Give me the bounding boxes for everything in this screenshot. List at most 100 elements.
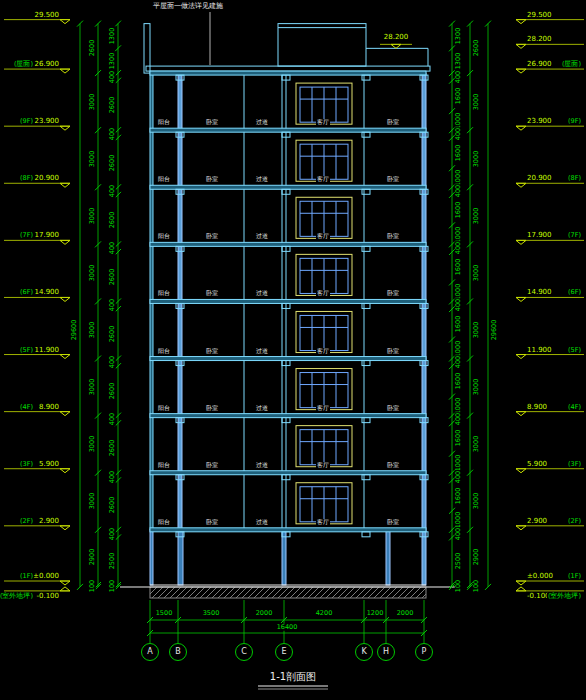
window-mullion — [336, 487, 337, 522]
dimension-text: 2600 — [109, 439, 116, 458]
dimension-tick — [449, 21, 455, 27]
dimension-tick — [147, 617, 153, 623]
dimension-text: 2600 — [109, 496, 116, 515]
drawing-group — [4, 12, 584, 689]
drawing-label: 14.900 — [34, 289, 61, 296]
axis-line — [150, 600, 151, 643]
dimension-tick — [467, 527, 473, 533]
beam — [282, 132, 290, 137]
floor-slab — [150, 299, 426, 303]
dimension-text: 400 — [455, 127, 462, 141]
window-mullion — [336, 144, 337, 179]
dimension-text: 3000 — [89, 149, 96, 168]
beam — [362, 303, 370, 308]
drawing-label: 阳台 — [157, 119, 171, 125]
drawing-label: 20.900 — [34, 175, 61, 182]
drawing-label: 客厅 — [316, 462, 330, 468]
drawing-label: 2.900 — [38, 517, 60, 524]
drawing-label: 23.900 — [34, 118, 61, 125]
drawing-label: 客厅 — [316, 119, 330, 125]
beam — [176, 532, 184, 537]
axis-bubble: E — [275, 643, 293, 661]
drawing-label: 2000 — [255, 610, 274, 617]
drawing-label: (8F) — [19, 175, 34, 182]
beam — [362, 361, 370, 366]
axis-line — [284, 600, 285, 643]
beam — [176, 246, 184, 251]
dimension-text: 3000 — [89, 378, 96, 397]
dimension-text: 29600 — [491, 319, 498, 342]
window-sash — [300, 315, 348, 350]
dimension-text: 100 — [89, 579, 96, 593]
dimension-tick — [115, 363, 121, 369]
drawing-label: 卧室 — [386, 290, 400, 296]
dimension-tick — [281, 617, 287, 623]
drawing-label: 26.900 — [34, 61, 61, 68]
dimension-line — [80, 24, 81, 587]
dimension-tick — [115, 413, 121, 419]
drawing-label: 5.900 — [526, 460, 548, 467]
drawing-label: 1200 — [366, 610, 385, 617]
drawing-label: 23.900 — [526, 118, 553, 125]
dimension-tick — [95, 584, 101, 590]
drawing-label: 过道 — [255, 290, 269, 296]
drawing-label: 28.200 — [383, 34, 410, 41]
dimension-tick — [115, 470, 121, 476]
drawing-label: 客厅 — [316, 290, 330, 296]
drawing-label: (室外地坪) — [0, 593, 34, 600]
dimension-text: 3000 — [473, 149, 480, 168]
dimension-tick — [95, 21, 101, 27]
beam — [420, 532, 428, 537]
axis-bubble: B — [169, 643, 187, 661]
dimension-text: 400 — [109, 70, 116, 84]
beam — [282, 246, 290, 251]
beam — [420, 246, 428, 251]
drawing-label: 卧室 — [205, 176, 219, 182]
window-mullion — [336, 373, 337, 408]
window-mullion — [324, 430, 325, 465]
dimension-text: 400 — [455, 469, 462, 483]
elevation-symbol — [516, 587, 526, 591]
elevation-symbol — [60, 587, 70, 591]
dimension-text: 3000 — [89, 321, 96, 340]
dimension-text: 400 — [455, 70, 462, 84]
drawing-label: 卧室 — [205, 519, 219, 525]
beam — [362, 246, 370, 251]
axis-label: C — [241, 648, 247, 656]
column — [386, 530, 390, 585]
drawing-label: (8F) — [567, 175, 582, 182]
drawing-label: 卧室 — [205, 233, 219, 239]
elevation-symbol — [60, 240, 70, 244]
dimension-tick — [95, 127, 101, 133]
dimension-tick — [115, 127, 121, 133]
axis-bubble: K — [355, 643, 373, 661]
dimension-text: 2600 — [109, 96, 116, 115]
ground-line — [120, 587, 456, 588]
dimension-text: 3000 — [473, 264, 480, 283]
dimension-tick — [383, 617, 389, 623]
drawing-label: 8.900 — [526, 403, 548, 410]
dimension-tick — [115, 306, 121, 312]
axis-label: A — [147, 648, 152, 656]
drawing-label: (7F) — [19, 232, 34, 239]
dimension-text: 1600 — [455, 486, 462, 505]
drawing-label: (3F) — [567, 460, 582, 467]
drawing-label: 过道 — [255, 519, 269, 525]
drawing-label: 阳台 — [157, 233, 171, 239]
wall — [422, 73, 426, 585]
dimension-text: 400 — [455, 298, 462, 312]
drawing-label: 客厅 — [316, 233, 330, 239]
dimension-line — [452, 24, 453, 587]
dimension-tick — [115, 420, 121, 426]
drawing-label: (1F) — [19, 573, 34, 580]
floor-slab — [150, 471, 426, 475]
dimension-tick — [115, 184, 121, 190]
elevation-symbol — [60, 469, 70, 473]
drawing-label: 卧室 — [205, 348, 219, 354]
dimension-tick — [467, 127, 473, 133]
drawing-label: 卧室 — [205, 405, 219, 411]
title-underline — [258, 689, 328, 690]
dimension-text: 1300 — [109, 27, 116, 46]
drawing-label: (4F) — [19, 403, 34, 410]
drawing-label: (室外地坪) — [547, 593, 582, 600]
